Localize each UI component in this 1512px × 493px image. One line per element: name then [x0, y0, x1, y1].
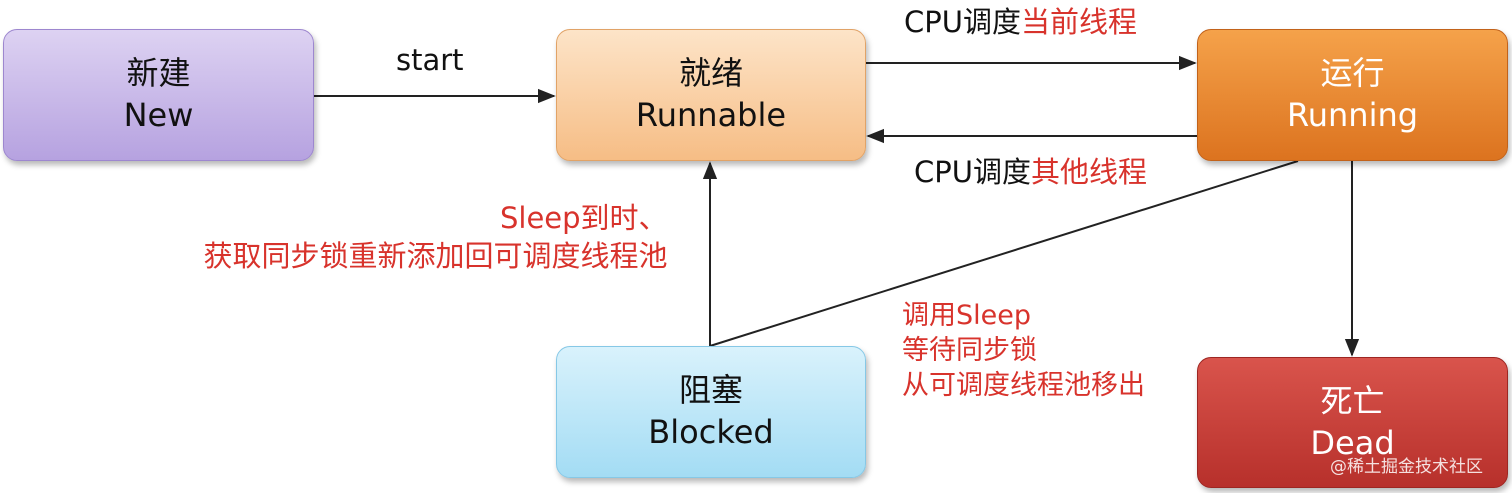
state-runnable-zh: 就绪 [678, 54, 743, 93]
state-dead-zh: 死亡 [1320, 381, 1385, 420]
edge-label-wake-line1: Sleep到时、 [500, 201, 668, 235]
edge-label-wake-line2: 获取同步锁重新添加回可调度线程池 [203, 238, 668, 273]
edge-label-cpu-current: CPU调度当前线程 [904, 4, 1137, 42]
state-new-en: New [123, 96, 194, 134]
edge-label-cpu-current-highlight: 当前线程 [1020, 5, 1137, 39]
state-running-zh: 运行 [1320, 54, 1385, 93]
watermark: @稀土掘金技术社区 [1330, 457, 1483, 477]
edge-label-cpu-current-prefix: CPU调度 [904, 5, 1021, 39]
edge-label-start: start [396, 43, 464, 77]
state-running-en: Running [1286, 96, 1419, 134]
state-blocked-zh: 阻塞 [678, 371, 743, 410]
state-blocked: 阻塞 Blocked [556, 346, 866, 478]
state-dead: 死亡 Dead [1197, 357, 1508, 488]
edge-label-cpu-other: CPU调度其他线程 [914, 154, 1147, 192]
state-runnable-en: Runnable [635, 96, 787, 134]
edge-label-block-line3: 从可调度线程池移出 [902, 370, 1145, 402]
state-dead-en: Dead [1310, 423, 1395, 462]
arrow-running-to-blocked [709, 160, 1299, 347]
edge-label-block-line2: 等待同步锁 [902, 335, 1037, 367]
edge-label-wake: Sleep到时、 获取同步锁重新添加回可调度线程池 [163, 200, 668, 275]
edge-label-cpu-other-highlight: 其他线程 [1030, 155, 1147, 189]
state-runnable: 就绪 Runnable [556, 29, 866, 161]
edge-label-cpu-other-prefix: CPU调度 [914, 155, 1031, 189]
state-new-zh: 新建 [126, 54, 191, 93]
state-blocked-en: Blocked [648, 413, 774, 451]
edge-label-block-line1: 调用Sleep [902, 300, 1032, 331]
state-running: 运行 Running [1197, 29, 1508, 161]
state-new: 新建 New [3, 29, 314, 161]
edge-label-block: 调用Sleep 等待同步锁 从可调度线程池移出 [902, 298, 1145, 403]
